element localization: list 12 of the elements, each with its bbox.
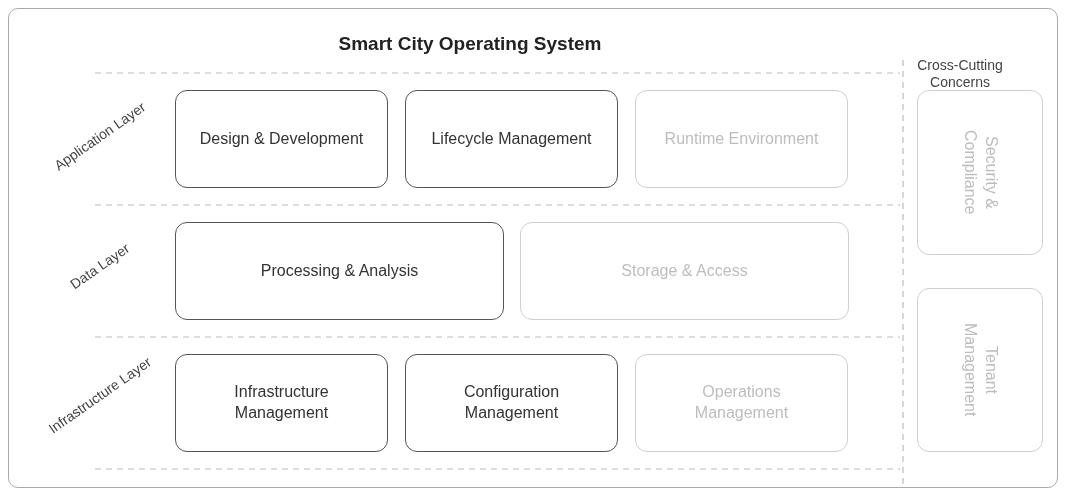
component-box: Configuration Management: [405, 354, 618, 452]
component-box: Lifecycle Management: [405, 90, 618, 188]
component-box: Tenant Management: [917, 288, 1043, 452]
component-box: Runtime Environment: [635, 90, 848, 188]
component-box: Storage & Access: [520, 222, 849, 320]
component-box: Infrastructure Management: [175, 354, 388, 452]
component-box: Design & Development: [175, 90, 388, 188]
component-box: Processing & Analysis: [175, 222, 504, 320]
component-box: Operations Management: [635, 354, 848, 452]
title: Smart City Operating System: [337, 33, 603, 55]
section-heading: Cross-Cutting Concerns: [916, 57, 1004, 91]
component-box: Security & Compliance: [917, 90, 1043, 255]
